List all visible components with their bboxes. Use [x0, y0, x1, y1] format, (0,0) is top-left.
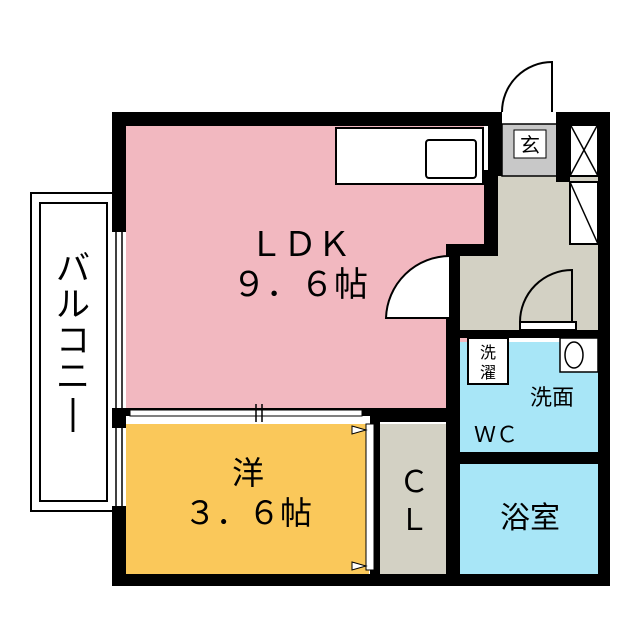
washbasin-icon — [559, 337, 599, 373]
walls — [112, 112, 610, 586]
laundry-label-1: 洗 — [480, 343, 496, 362]
ldk-size: ９．６帖 — [232, 265, 368, 305]
closet-floor — [378, 424, 450, 574]
ldk-label: ＬＤＫ — [249, 225, 351, 265]
bath-floor — [460, 464, 598, 574]
sink-icon — [425, 139, 477, 179]
sliding-door — [129, 404, 363, 422]
laundry-label-2: 濯 — [480, 363, 496, 382]
balcony-label: バルコニ| — [56, 249, 90, 433]
bath-label: 浴室 — [500, 501, 560, 536]
windows — [112, 232, 126, 506]
laundry-area — [467, 337, 509, 385]
western-room-floor — [124, 424, 369, 574]
washroom-label: 洗面 — [530, 386, 574, 411]
entrance-label: 玄 — [520, 133, 540, 157]
toilet-label: ＷＣ — [474, 423, 518, 448]
entrance — [501, 123, 559, 177]
western-room-size: ３．６帖 — [184, 494, 312, 532]
balcony — [30, 192, 117, 512]
western-room-label: 洋 — [232, 454, 264, 492]
doors — [384, 60, 577, 331]
closet-label-c: Ｃ — [399, 465, 429, 500]
closet-label-l: Ｌ — [399, 503, 429, 538]
shoe-cabinet — [569, 123, 599, 245]
kitchen-counter — [335, 127, 484, 185]
closet-door — [351, 423, 375, 571]
